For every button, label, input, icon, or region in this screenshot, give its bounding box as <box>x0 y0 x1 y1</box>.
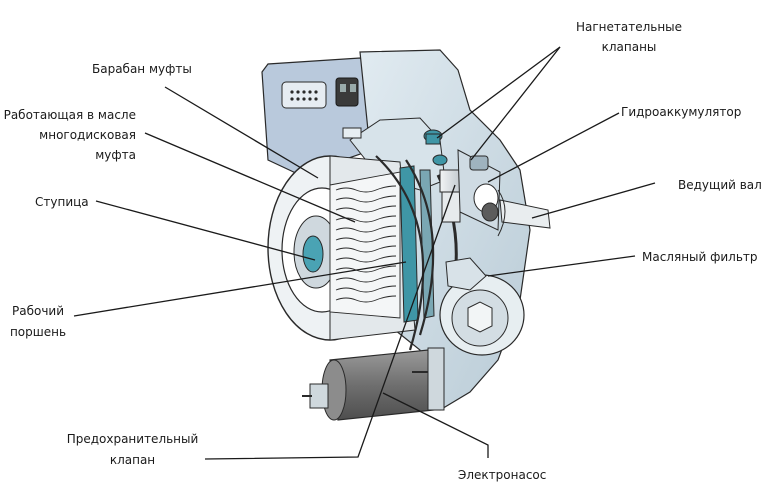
label-oil-clutch-line3: муфта <box>95 148 136 162</box>
pressure-valves <box>423 129 448 166</box>
clutch-disc-stack <box>329 171 401 319</box>
drive-shaft <box>497 189 551 237</box>
relief-valve <box>439 169 463 223</box>
oil-filter <box>439 257 525 356</box>
label-relief-valve-line1: Предохранительный <box>66 432 199 446</box>
label-drive-shaft: Ведущий вал <box>678 178 762 192</box>
label-pressure-valves-line1: Нагнетательные <box>575 20 683 34</box>
label-clutch-drum: Барабан муфты <box>92 62 192 76</box>
leader-lines <box>73 46 656 460</box>
seal-rings <box>375 155 435 351</box>
label-accumulator: Гидроаккумулятор <box>621 105 742 119</box>
connector-block <box>261 57 373 176</box>
label-oil-clutch-line2: многодисковая <box>39 128 136 142</box>
label-oil-filter: Масляный фильтр <box>642 250 758 264</box>
label-piston-line2: поршень <box>9 325 67 339</box>
label-pressure-valves-line2: клапаны <box>601 40 657 54</box>
label-electric-pump: Электронасос <box>458 468 547 482</box>
label-hub: Ступица <box>35 195 89 209</box>
electric-pump <box>302 347 445 421</box>
label-relief-valve-line2: клапан <box>109 453 156 467</box>
label-piston-line1: Рабочий <box>11 304 65 318</box>
accumulator <box>457 149 501 231</box>
label-oil-clutch-line1: Работающая в масле <box>3 108 136 122</box>
